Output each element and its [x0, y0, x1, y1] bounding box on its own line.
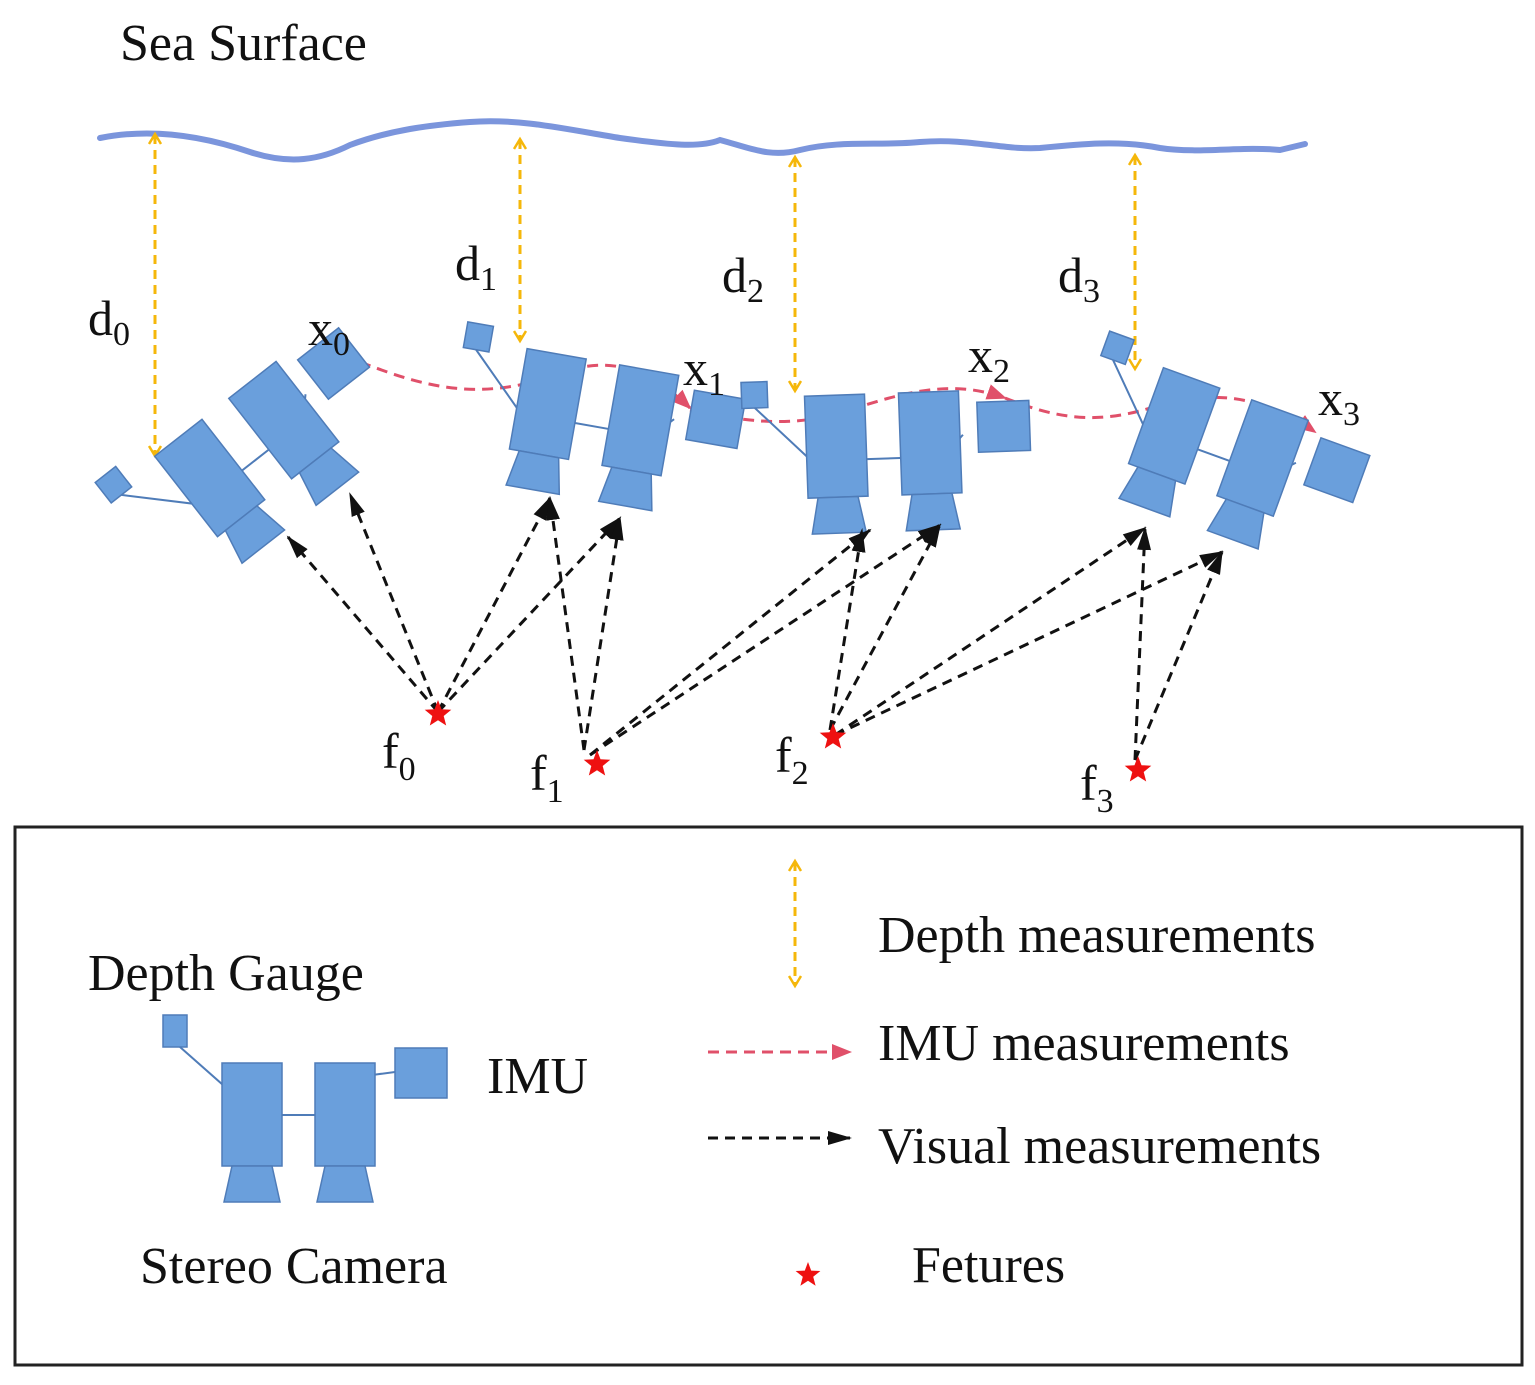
feature-star-f2	[819, 723, 847, 749]
label-x2: x2	[968, 327, 1010, 390]
legend: Depth Gauge IMU Stereo Camera Depth meas…	[13, 825, 1524, 1367]
features	[424, 700, 1152, 782]
label-f2: f2	[775, 727, 809, 792]
label-f0: f0	[382, 723, 416, 788]
feature-star-f3	[1124, 756, 1152, 782]
stereo-camera-icon	[162, 1014, 448, 1203]
label-d2: d2	[722, 247, 764, 310]
label-x3: x3	[1318, 370, 1360, 433]
feature-star-f0	[424, 700, 452, 726]
legend-depth-gauge-label: Depth Gauge	[88, 945, 364, 1002]
legend-visual-measurements-label: Visual measurements	[878, 1118, 1321, 1175]
label-d3: d3	[1058, 247, 1100, 310]
depth-arrows	[155, 135, 1135, 455]
label-f3: f3	[1080, 755, 1114, 820]
sea-surface-line	[97, 118, 1308, 163]
legend-depth-measurements-label: Depth measurements	[878, 907, 1316, 964]
legend-imu-label: IMU	[487, 1048, 588, 1105]
device-x0	[94, 304, 418, 605]
legend-features-label: Fetures	[912, 1237, 1065, 1294]
visual-arrows	[286, 492, 1224, 761]
sea-surface-label: Sea Surface	[120, 15, 367, 72]
label-x1: x1	[683, 340, 725, 403]
label-x0: x0	[308, 300, 350, 363]
label-d1: d1	[455, 235, 497, 298]
feature-star-f1	[583, 750, 611, 776]
label-d0: d0	[88, 290, 130, 353]
device-x3	[1056, 330, 1381, 575]
legend-imu-measurements-label: IMU measurements	[878, 1015, 1290, 1072]
feature-star-icon	[795, 1262, 821, 1286]
label-f1: f1	[530, 745, 564, 810]
legend-stereo-camera-label: Stereo Camera	[140, 1238, 448, 1295]
